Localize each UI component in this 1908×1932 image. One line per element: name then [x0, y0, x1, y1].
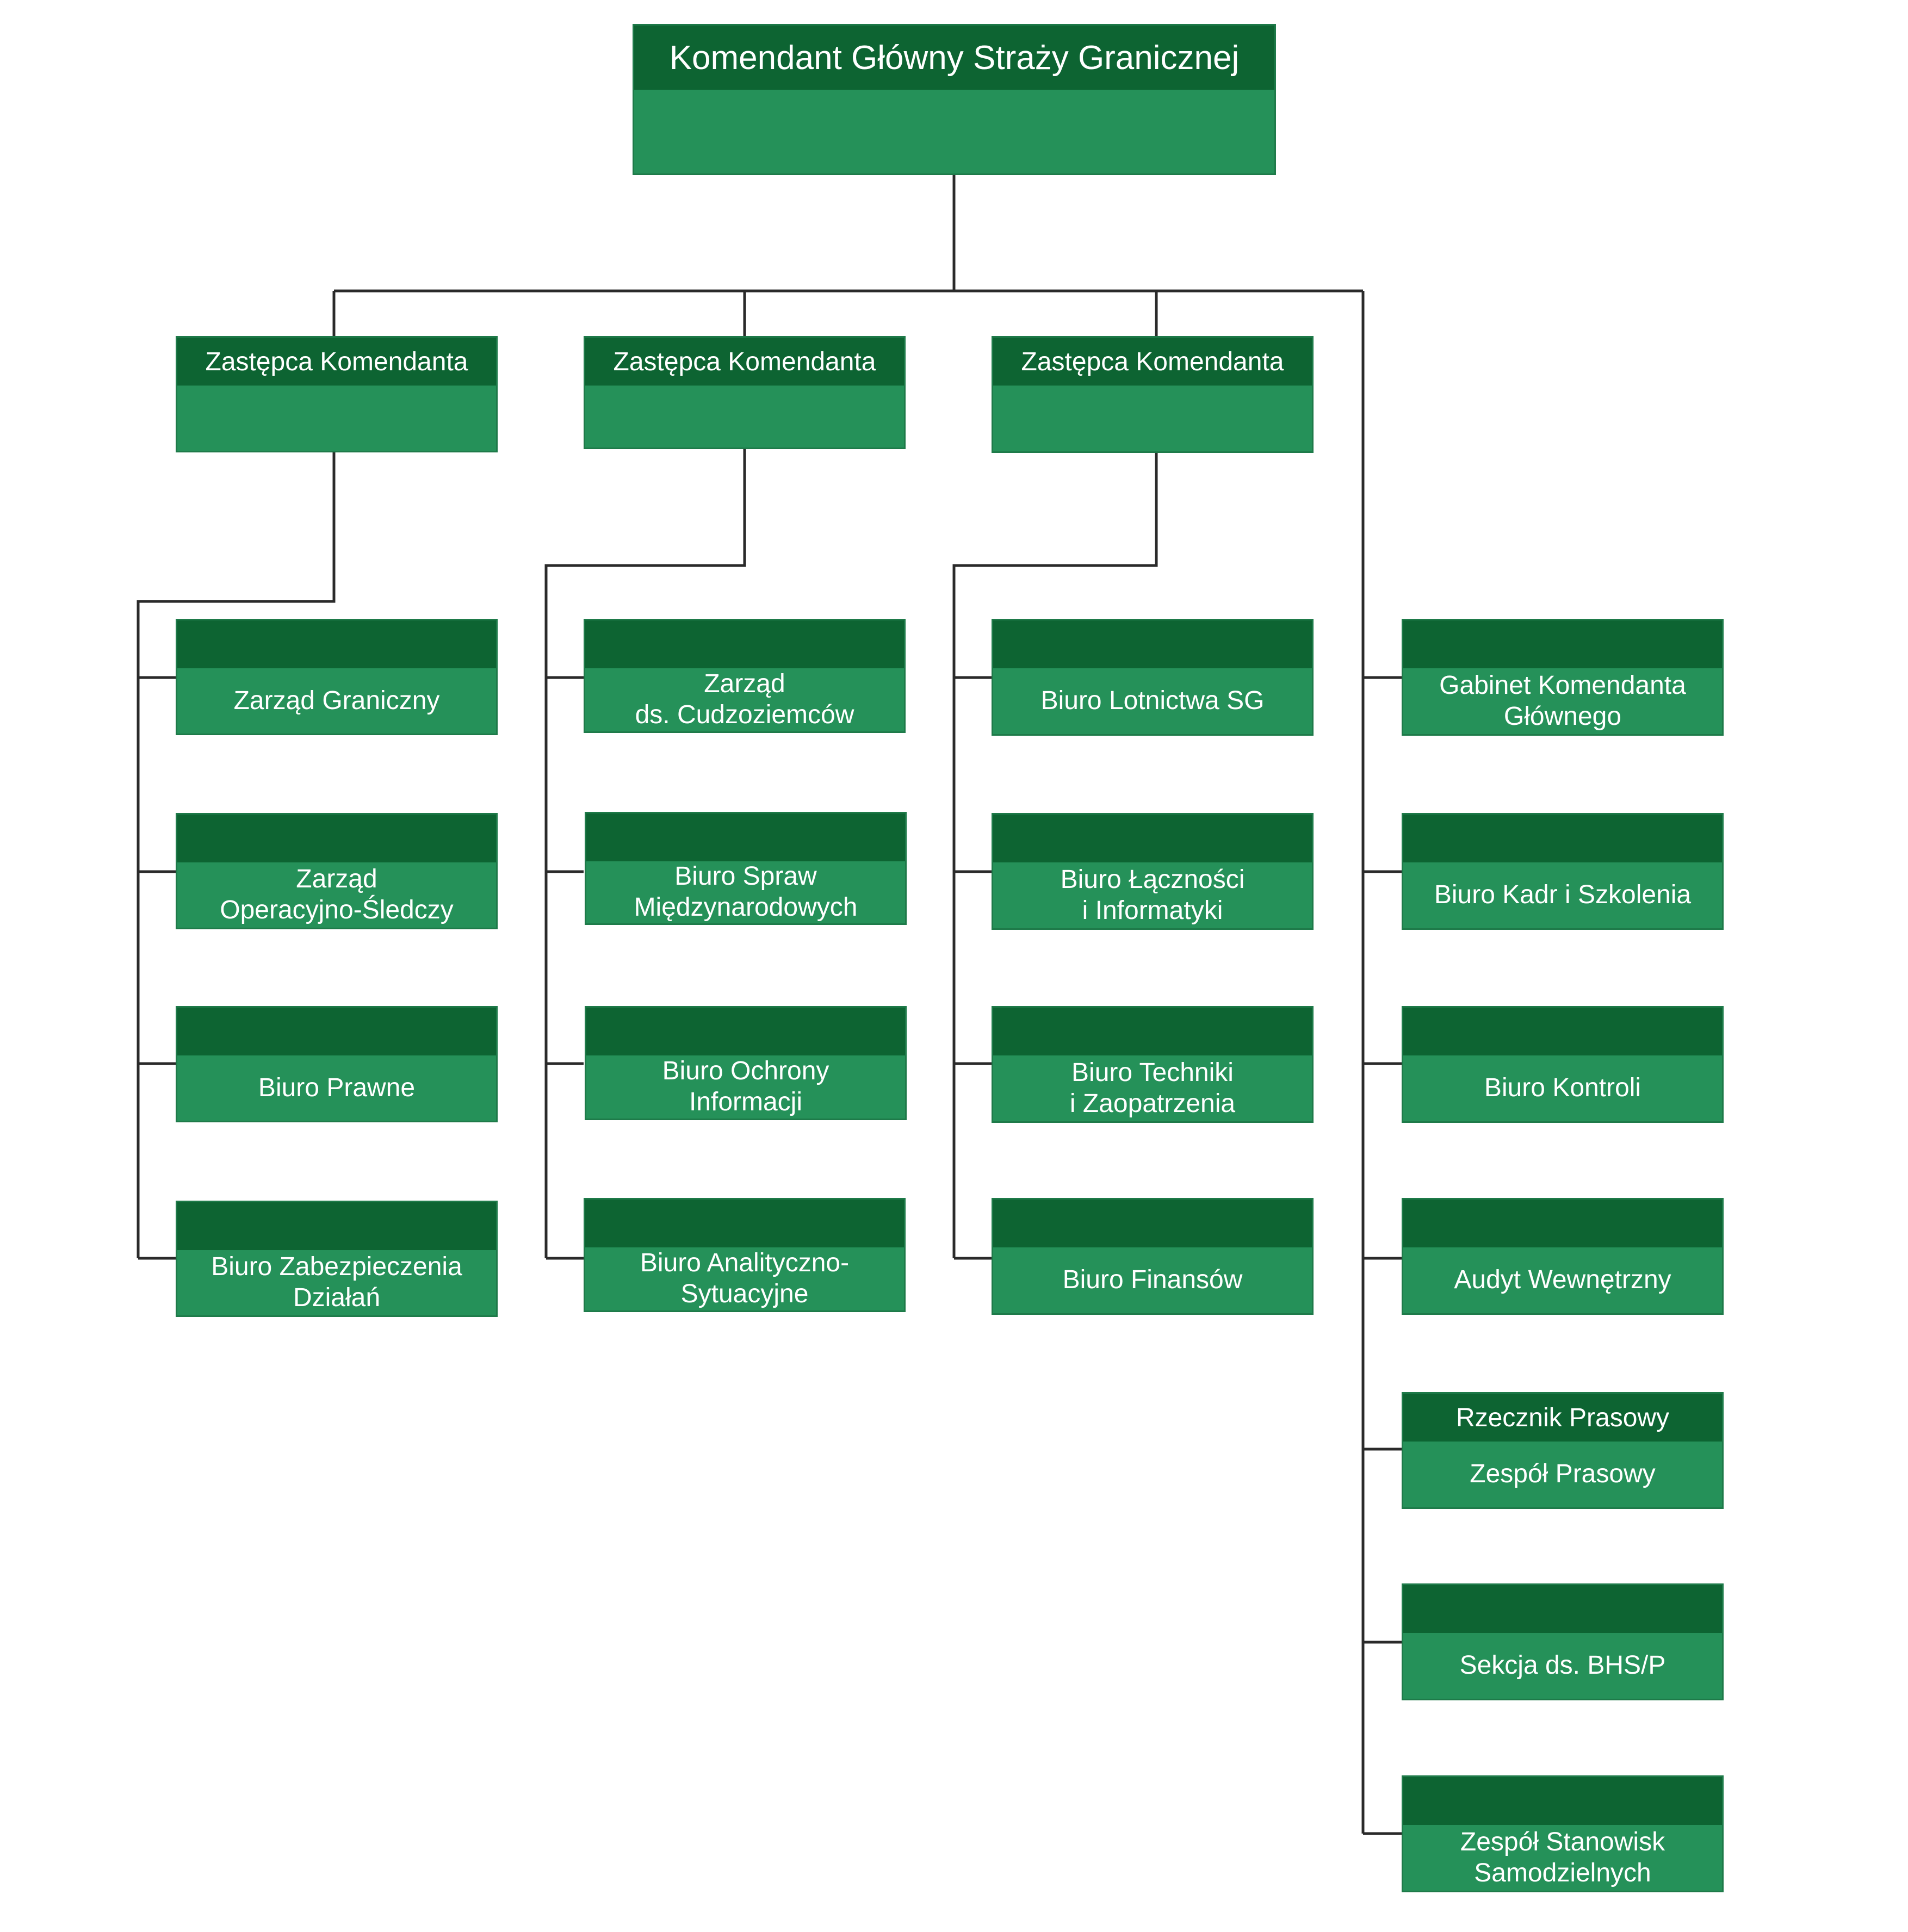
unit-box: Biuro Techniki i Zaopatrzenia — [992, 1006, 1314, 1123]
unit-box: Zespół Stanowisk Samodzielnych — [1402, 1775, 1724, 1892]
unit-header — [1403, 815, 1722, 862]
unit-box: Biuro Prawne — [176, 1006, 498, 1122]
unit-name: Zarząd Graniczny — [233, 686, 440, 715]
connector-col4-branch — [1363, 676, 1402, 1835]
unit-name: Gabinet Komendanta Głównego — [1439, 670, 1686, 731]
deputy-body — [585, 386, 904, 448]
unit-box: Biuro Analityczno- Sytuacyjne — [584, 1198, 906, 1312]
deputy-title: Zastępca Komendanta — [993, 338, 1312, 386]
unit-name: Biuro Kadr i Szkolenia — [1434, 880, 1692, 910]
unit-box: Zarząd ds. Cudzoziemców — [584, 619, 906, 733]
deputy-box-1: Zastępca Komendanta — [176, 336, 498, 452]
deputy-box-3: Zastępca Komendanta — [992, 336, 1314, 453]
unit-box: Biuro Ochrony Informacji — [585, 1006, 907, 1120]
unit-name: Zarząd ds. Cudzoziemców — [635, 669, 854, 729]
unit-header — [993, 1200, 1312, 1247]
unit-name: Sekcja ds. BHS/P — [1459, 1651, 1666, 1680]
unit-header — [1403, 1777, 1722, 1825]
deputy-box-2: Zastępca Komendanta — [584, 336, 906, 449]
unit-name: Zespół Prasowy — [1470, 1459, 1656, 1489]
connector-col3-branch — [954, 676, 992, 1260]
unit-header — [993, 1008, 1312, 1055]
unit-header — [586, 1008, 905, 1055]
commander-box: Komendant Główny Straży Granicznej — [633, 24, 1276, 175]
unit-name: Biuro Prawne — [258, 1073, 416, 1102]
unit-box: Biuro Kontroli — [1402, 1006, 1724, 1123]
unit-name: Audyt Wewnętrzny — [1454, 1265, 1671, 1295]
unit-header — [585, 1200, 904, 1247]
unit-box: Biuro Spraw Międzynarodowych — [585, 812, 907, 925]
unit-header — [993, 815, 1312, 862]
unit-box: Biuro Lotnictwa SG — [992, 619, 1314, 736]
unit-name: Zespół Stanowisk Samodzielnych — [1460, 1827, 1665, 1887]
unit-name: Biuro Analityczno- Sytuacyjne — [640, 1248, 850, 1308]
unit-header: Rzecznik Prasowy — [1403, 1394, 1722, 1442]
unit-name: Biuro Zabezpieczenia Działań — [211, 1252, 462, 1312]
unit-name: Zarząd Operacyjno-Śledczy — [220, 865, 454, 924]
connector-col3-trunk — [952, 453, 1158, 1258]
deputy-body — [177, 386, 496, 451]
connector-col1-branch — [138, 676, 176, 1260]
unit-box: Audyt Wewnętrzny — [1402, 1198, 1724, 1315]
commander-body — [634, 90, 1274, 173]
unit-header — [177, 620, 496, 668]
unit-header — [586, 813, 905, 861]
unit-box: Biuro Kadr i Szkolenia — [1402, 813, 1724, 930]
unit-header — [1403, 1200, 1722, 1247]
unit-header — [1403, 620, 1722, 668]
unit-name: Biuro Kontroli — [1484, 1073, 1641, 1103]
unit-header — [993, 620, 1312, 668]
connector-col1-trunk — [137, 452, 336, 1258]
unit-name: Biuro Ochrony Informacji — [662, 1057, 829, 1116]
unit-name: Biuro Spraw Międzynarodowych — [634, 862, 858, 922]
deputy-title: Zastępca Komendanta — [585, 338, 904, 386]
unit-name: Biuro Techniki i Zaopatrzenia — [1069, 1058, 1236, 1118]
connector-col2-branch — [546, 676, 584, 1260]
unit-box: Biuro Zabezpieczenia Działań — [176, 1201, 498, 1317]
unit-box: Biuro Finansów — [992, 1198, 1314, 1315]
deputy-title: Zastępca Komendanta — [177, 338, 496, 386]
unit-header — [177, 815, 496, 862]
commander-title: Komendant Główny Straży Granicznej — [634, 26, 1274, 90]
unit-box: Sekcja ds. BHS/P — [1402, 1583, 1724, 1700]
unit-name: Biuro Lotnictwa SG — [1040, 686, 1265, 716]
unit-header — [1403, 1008, 1722, 1055]
connector-col2-trunk — [544, 449, 746, 1258]
unit-name: Biuro Łączności i Informatyki — [1060, 865, 1245, 925]
unit-name: Biuro Finansów — [1062, 1265, 1243, 1295]
unit-box-press: Rzecznik Prasowy Zespół Prasowy — [1402, 1392, 1724, 1509]
unit-box: Zarząd Graniczny — [176, 619, 498, 735]
unit-header — [585, 620, 904, 668]
unit-header — [177, 1008, 496, 1055]
unit-header — [177, 1202, 496, 1250]
deputy-body — [993, 386, 1312, 451]
unit-header — [1403, 1585, 1722, 1633]
unit-box: Gabinet Komendanta Głównego — [1402, 619, 1724, 736]
unit-box: Zarząd Operacyjno-Śledczy — [176, 813, 498, 929]
unit-box: Biuro Łączności i Informatyki — [992, 813, 1314, 930]
